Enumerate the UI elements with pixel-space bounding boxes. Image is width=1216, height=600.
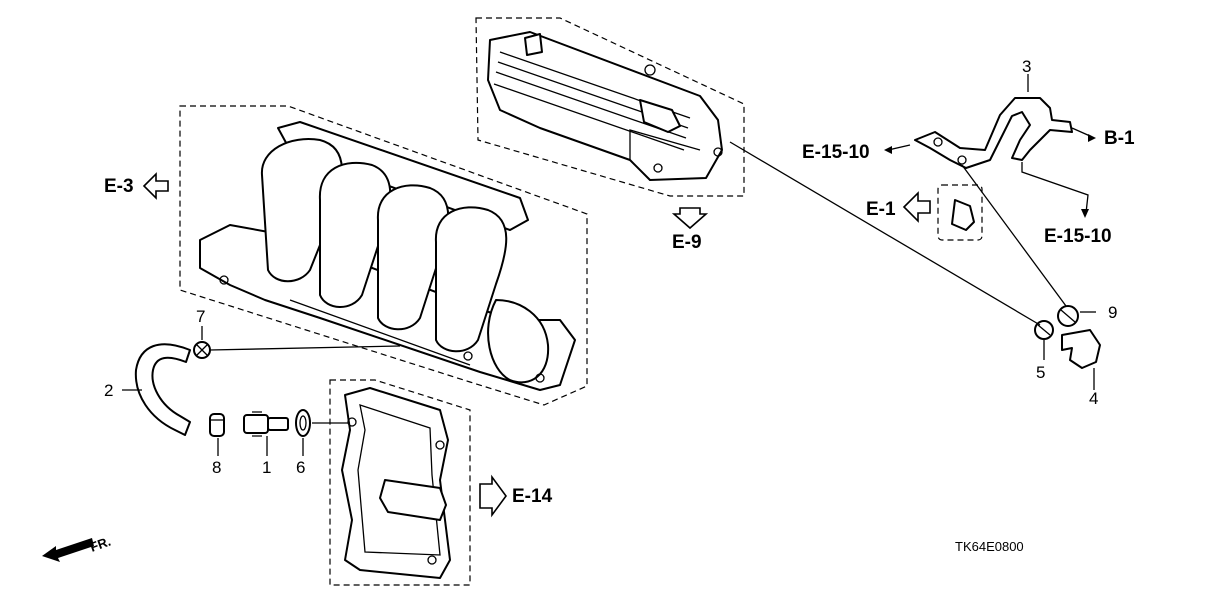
part-1-pcv-valve[interactable] xyxy=(243,411,289,437)
ref-b1[interactable]: B-1 xyxy=(1104,128,1135,149)
ref-e1[interactable]: E-1 xyxy=(866,199,896,220)
ref-e15-10-upper[interactable]: E-15-10 xyxy=(802,142,870,163)
arrow-e14-icon xyxy=(479,474,507,518)
cylinder-head-cover[interactable] xyxy=(487,31,723,181)
part-number-3: 3 xyxy=(1022,57,1031,76)
part-number-6: 6 xyxy=(296,458,305,477)
part-number-1: 1 xyxy=(262,458,271,477)
part-number-8: 8 xyxy=(212,458,221,477)
ref-e15-10-lower[interactable]: E-15-10 xyxy=(1044,226,1112,247)
ref-e9[interactable]: E-9 xyxy=(672,232,702,253)
arrow-head-e15a xyxy=(884,146,892,154)
part-number-5: 5 xyxy=(1036,363,1045,382)
front-arrow-icon: FR. xyxy=(42,534,113,562)
leader-lines-left xyxy=(122,326,401,456)
part-5-clamp[interactable] xyxy=(1034,320,1054,340)
arrow-e3-icon xyxy=(142,172,169,200)
part-number-4: 4 xyxy=(1089,389,1098,408)
part-9-clamp[interactable] xyxy=(1057,305,1079,327)
part-7-clamp[interactable] xyxy=(193,341,211,359)
leader-lines-right xyxy=(729,74,1096,390)
part-2-hose[interactable] xyxy=(134,343,191,436)
intake-manifold[interactable] xyxy=(199,121,576,391)
part-number-7: 7 xyxy=(196,307,205,326)
part-3-breather-tube[interactable] xyxy=(914,97,1073,169)
manifold-dashed-box xyxy=(179,105,588,406)
breather-plate-group xyxy=(329,379,471,586)
arrow-head-e15b xyxy=(1081,209,1089,218)
part-number-2: 2 xyxy=(104,381,113,400)
part-8-clamp[interactable] xyxy=(209,413,225,437)
breather-plate[interactable] xyxy=(341,387,451,579)
arrow-head-b1 xyxy=(1088,134,1096,142)
part-number-9: 9 xyxy=(1108,303,1117,322)
head-cover-group xyxy=(475,17,745,197)
arrow-e1-icon xyxy=(902,191,931,223)
intake-manifold-group xyxy=(179,105,588,406)
ref-e14[interactable]: E-14 xyxy=(512,486,553,507)
ref-e3[interactable]: E-3 xyxy=(104,176,134,197)
front-label: FR. xyxy=(88,534,113,555)
part-E1-clip[interactable] xyxy=(937,184,983,241)
head-cover-dashed-box xyxy=(475,17,745,197)
part-6-grommet[interactable] xyxy=(295,409,311,437)
diagram-code: TK64E0800 xyxy=(955,539,1024,554)
part-4-hose-elbow[interactable] xyxy=(1061,329,1101,369)
arrow-e9-icon xyxy=(671,207,709,230)
breather-dashed-box xyxy=(329,379,471,586)
